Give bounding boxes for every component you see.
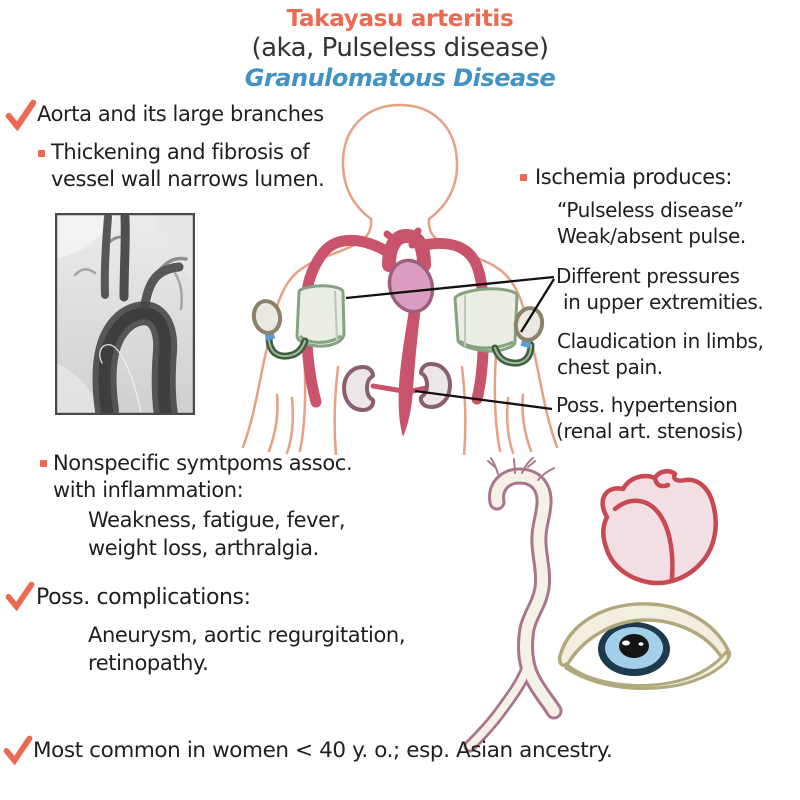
check-icon — [3, 735, 33, 765]
lung-field — [55, 363, 101, 415]
epidemiology-text: Most common in women < 40 y. o.; esp. As… — [33, 738, 613, 763]
nonspecific-detail-1: Weakness, fatigue, fever, — [88, 508, 346, 532]
pointer-lines — [345, 275, 555, 411]
pressures-line-2: in upper extremities. — [563, 290, 764, 314]
thickening-line-1: Thickening and fibrosis of — [51, 140, 310, 164]
check-icon — [5, 581, 35, 611]
aorta-heading: Aorta and its large branches — [37, 102, 324, 126]
nonspecific-line-2: with inflammation: — [53, 478, 244, 502]
pupil-highlight — [638, 642, 644, 646]
pupil — [619, 634, 649, 658]
claudication-line-1: Claudication in limbs, — [557, 329, 764, 353]
eye-icon — [557, 602, 732, 690]
heart-illustration — [600, 468, 718, 586]
branch-stubs — [487, 457, 555, 481]
eye-retinopathy-illustration — [557, 602, 732, 690]
bullet-square-icon — [38, 150, 45, 157]
disease-category: Granulomatous Disease — [244, 64, 556, 92]
pointer-line-left-cuff — [345, 275, 555, 300]
thickening-line-2: vessel wall narrows lumen. — [51, 167, 325, 191]
left-subclavian-artery — [300, 234, 392, 408]
lung-field — [151, 213, 195, 283]
heart-icon — [600, 468, 718, 586]
claudication-line-2: chest pain. — [557, 355, 663, 379]
page-title: Takayasu arteritis — [286, 6, 514, 32]
bp-bulb-left — [251, 299, 309, 360]
aorta-aneurysm-illustration — [463, 457, 563, 753]
descending-aorta — [398, 291, 423, 437]
bp-cuffs — [251, 284, 545, 367]
head-outline — [341, 103, 459, 221]
pulseless-line-1: “Pulseless disease” — [557, 198, 744, 222]
check-icon — [5, 99, 37, 131]
pulseless-line-2: Weak/absent pulse. — [557, 224, 746, 248]
nonspecific-detail-2: weight loss, arthralgia. — [88, 536, 319, 560]
bp-cuff-right — [453, 287, 519, 353]
hypertension-line-2: (renal art. stenosis) — [556, 419, 744, 443]
lower-eyelid — [564, 649, 730, 690]
complications-detail-1: Aneurysm, aortic regurgitation, — [88, 623, 406, 647]
complications-detail-2: retinopathy. — [88, 651, 209, 675]
kidney-right — [418, 362, 452, 409]
bp-bulb-right — [491, 306, 545, 367]
nonspecific-line-1: Nonspecific symtpoms assoc. — [53, 451, 353, 475]
contrast-vessels — [73, 213, 188, 415]
renal-artery-left — [370, 383, 406, 394]
catheter-line — [99, 344, 142, 414]
aortic-arch-angiogram-image — [55, 213, 195, 415]
pointer-line-renal — [414, 389, 553, 411]
pupil-highlight — [622, 640, 630, 646]
bp-cuff-left — [295, 284, 346, 348]
bullet-square-icon — [520, 174, 527, 181]
kidney-left — [342, 365, 376, 412]
lung-field — [55, 213, 117, 259]
ischemia-heading: Ischemia produces: — [535, 165, 733, 189]
image-border — [55, 213, 195, 415]
kidneys — [342, 362, 452, 412]
page-alias: (aka, Pulseless disease) — [251, 33, 549, 63]
torso-bp-cuffs-illustration — [241, 103, 559, 455]
aorta-tube — [463, 467, 563, 753]
complications-heading: Poss. complications: — [36, 585, 251, 610]
pointer-line-right-cuff — [520, 278, 555, 333]
pressures-line-1: Different pressures — [556, 264, 740, 288]
hypertension-line-1: Poss. hypertension — [556, 393, 738, 417]
bullet-square-icon — [40, 460, 47, 467]
